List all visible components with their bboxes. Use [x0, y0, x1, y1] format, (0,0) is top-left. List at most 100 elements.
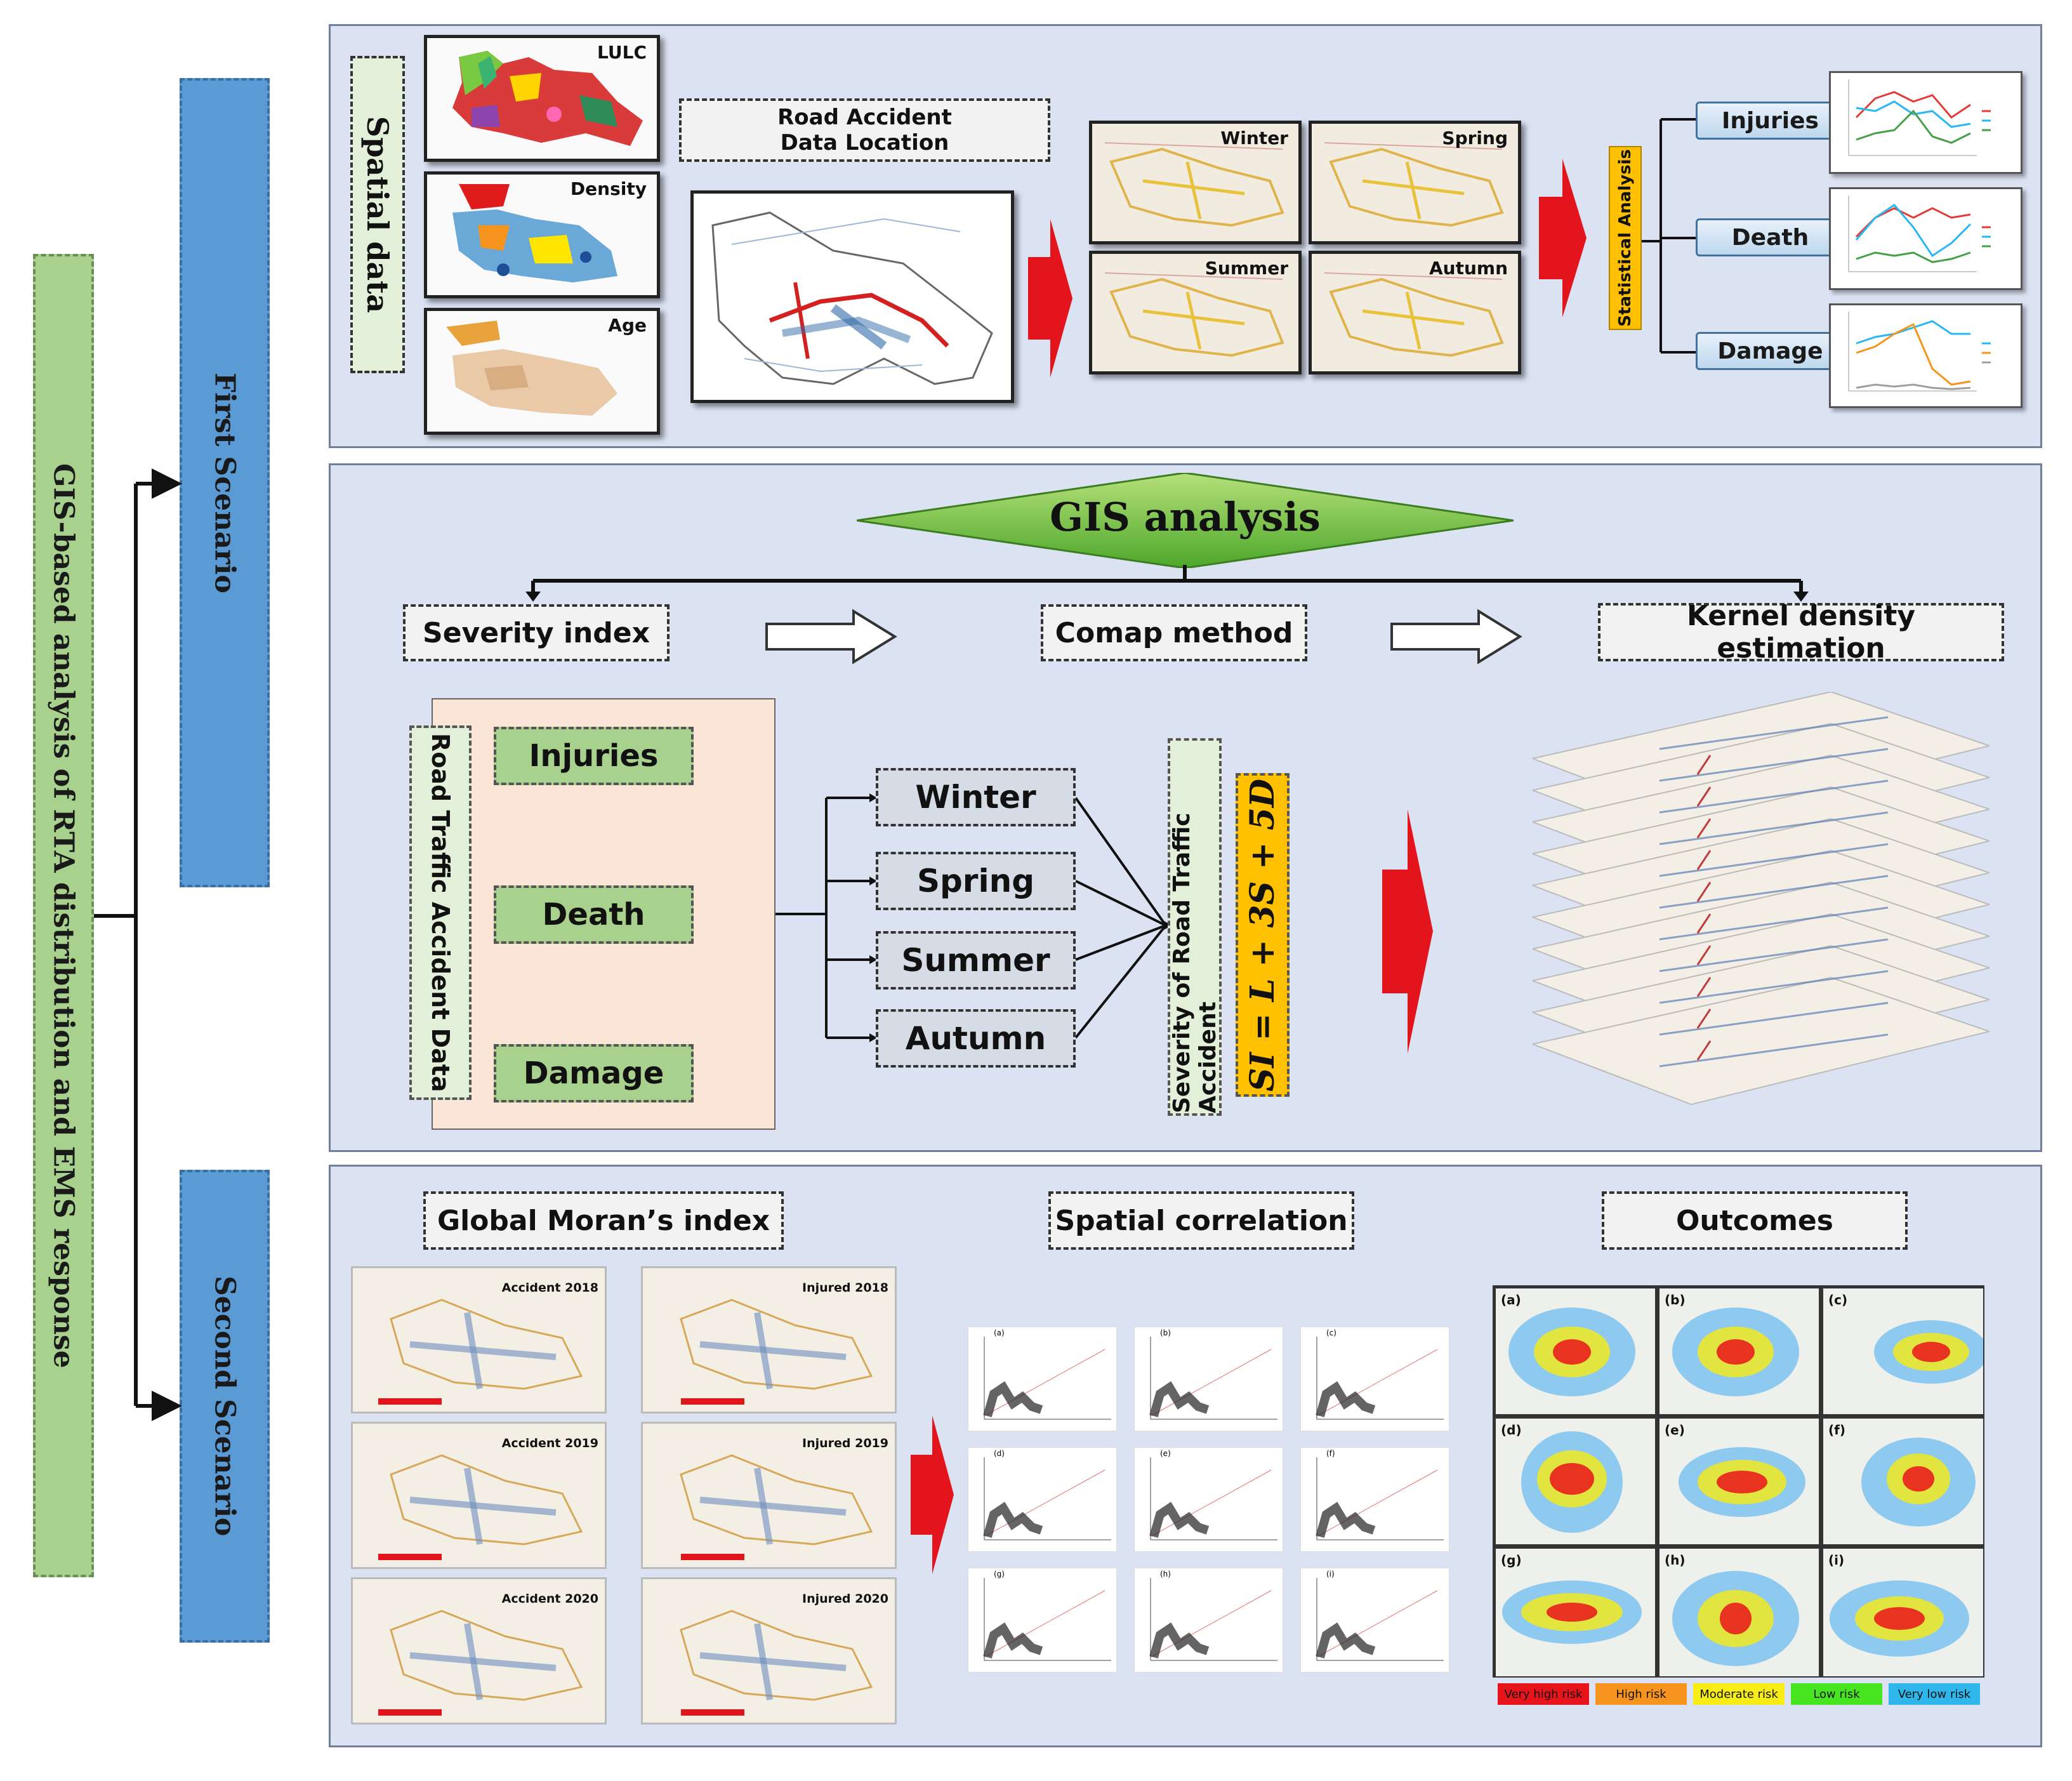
season-box-autumn: Autumn — [876, 1009, 1076, 1068]
heat-h: (h) — [1658, 1547, 1820, 1678]
damage-trend-lines — [1848, 312, 1991, 392]
category-injuries-label: Injuries — [529, 738, 659, 774]
scatter-a-plot — [983, 1337, 1111, 1420]
heatmap-grid: (a) (b) (c) (d) (e) (f) (g) (h) (i) — [1493, 1285, 1984, 1678]
kde-stack — [1533, 692, 1990, 1106]
moran-map-accident-2018-image — [378, 1299, 583, 1405]
formula-text: SI = L + 3S + 5D — [1243, 778, 1282, 1092]
moran-label-accident-2019: Accident 2019 — [501, 1436, 598, 1450]
heat-d-image — [1521, 1431, 1623, 1533]
legend-very-high-risk-label: Very high risk — [1504, 1687, 1583, 1701]
scatter-i: (i) — [1300, 1568, 1449, 1672]
scatter-label-c: (c) — [1326, 1328, 1336, 1337]
output-damage-label: Damage — [1717, 338, 1823, 364]
legend-low-risk: Low risk — [1791, 1683, 1882, 1705]
spatial-corr-label: Spatial correlation — [1055, 1204, 1348, 1237]
moran-map-injured-2020: Injured 2020 — [641, 1577, 897, 1725]
heat-c: (c) — [1822, 1287, 1984, 1415]
scatter-label-a: (a) — [994, 1328, 1005, 1337]
outcomes-box: Outcomes — [1602, 1191, 1908, 1250]
red-arrow-3 — [1382, 809, 1433, 1054]
heat-g-image — [1502, 1580, 1642, 1644]
scatter-grid: (a) (b) (c) (d) (e) (f) (g) (h) (i) — [968, 1327, 1450, 1672]
first-scenario-bar: First Scenario — [180, 78, 270, 887]
kde-box: Kernel density estimation — [1598, 600, 2004, 665]
age-map: Age — [424, 308, 660, 435]
scatter-c-plot — [1316, 1337, 1444, 1420]
category-damage-label: Damage — [523, 1056, 664, 1091]
season-map-winter-image — [1104, 142, 1284, 227]
moran-map-injured-2018: Injured 2018 — [641, 1266, 897, 1414]
morans-label: Global Moran’s index — [437, 1204, 770, 1237]
season-box-winter: Winter — [876, 768, 1076, 826]
scatter-label-i: (i) — [1326, 1570, 1335, 1579]
map-label-density: Density — [570, 178, 647, 199]
heat-label-a: (a) — [1501, 1292, 1521, 1308]
comap-method-label: Comap method — [1055, 616, 1293, 649]
season-box-autumn-label: Autumn — [905, 1020, 1046, 1057]
hollow-arrow-1 — [765, 609, 897, 665]
scatter-d-plot — [983, 1457, 1111, 1540]
category-death-label: Death — [542, 897, 645, 932]
scatter-label-b: (b) — [1160, 1328, 1171, 1337]
category-damage: Damage — [494, 1044, 694, 1102]
formula-box: SI = L + 3S + 5D — [1236, 773, 1290, 1097]
heat-a: (a) — [1495, 1287, 1656, 1415]
road-accident-title: Road Accident Data Location — [679, 98, 1050, 162]
season-map-autumn: Autumn — [1309, 251, 1521, 374]
scatter-h-plot — [1149, 1578, 1277, 1661]
lulc-map-image — [452, 51, 643, 146]
scatter-g-plot — [983, 1578, 1111, 1661]
scatter-label-d: (d) — [994, 1449, 1005, 1458]
legend-very-low-risk: Very low risk — [1889, 1683, 1980, 1705]
season-box-spring: Spring — [876, 852, 1076, 910]
moran-label-injured-2020: Injured 2020 — [802, 1592, 888, 1606]
heat-f-image — [1861, 1438, 1976, 1526]
heat-d: (d) — [1495, 1417, 1656, 1546]
risk-legend: Very high risk High risk Moderate risk L… — [1498, 1683, 1980, 1705]
scatter-i-plot — [1316, 1578, 1444, 1661]
moran-label-injured-2019: Injured 2019 — [802, 1436, 888, 1450]
rta-data-label-box: Road Traffic Accident Data — [409, 725, 472, 1100]
season-label-autumn: Autumn — [1429, 258, 1508, 279]
season-connector — [775, 793, 1172, 1042]
rta-data-label: Road Traffic Accident Data — [426, 733, 454, 1092]
heat-label-c: (c) — [1828, 1292, 1848, 1308]
road-accident-map-image — [711, 211, 993, 385]
heat-b: (b) — [1658, 1287, 1820, 1415]
moran-map-accident-2020: Accident 2020 — [351, 1577, 607, 1725]
scatter-b: (b) — [1134, 1327, 1283, 1431]
season-map-summer-image — [1104, 272, 1284, 357]
morans-box: Global Moran’s index — [423, 1191, 784, 1250]
moran-map-injured-2019: Injured 2019 — [641, 1422, 897, 1569]
legend-high-risk-label: High risk — [1616, 1687, 1666, 1701]
heat-label-f: (f) — [1828, 1422, 1845, 1438]
red-arrow-4 — [911, 1415, 954, 1574]
outcomes-label: Outcomes — [1676, 1204, 1833, 1237]
output-damage: Damage — [1696, 332, 1845, 370]
scatter-label-g: (g) — [994, 1570, 1005, 1579]
scatter-b-plot — [1149, 1337, 1277, 1420]
age-map-image — [446, 321, 617, 416]
legend-very-low-risk-label: Very low risk — [1897, 1687, 1971, 1701]
output-injuries-label: Injuries — [1722, 107, 1819, 134]
legend-moderate-risk: Moderate risk — [1693, 1683, 1785, 1705]
hollow-arrow-2 — [1390, 609, 1522, 665]
season-box-spring-label: Spring — [917, 863, 1034, 899]
severity-index-box: Severity index — [403, 604, 670, 661]
season-label-spring: Spring — [1442, 128, 1508, 149]
scatter-e-plot — [1149, 1457, 1277, 1540]
moran-map-accident-2020-image — [378, 1610, 583, 1716]
kde-label: Kernel density estimation — [1686, 600, 1916, 665]
severity-index-label: Severity index — [423, 616, 650, 649]
moran-map-injured-2019-image — [680, 1454, 873, 1560]
second-scenario-label: Second Scenario — [208, 1276, 241, 1537]
category-death: Death — [494, 885, 694, 944]
output-death-label: Death — [1731, 224, 1809, 251]
damage-trend-chart — [1829, 303, 2023, 408]
death-trend-chart — [1829, 187, 2023, 290]
heat-e: (e) — [1658, 1417, 1820, 1546]
heat-e-image — [1679, 1447, 1805, 1517]
legend-high-risk: High risk — [1595, 1683, 1687, 1705]
